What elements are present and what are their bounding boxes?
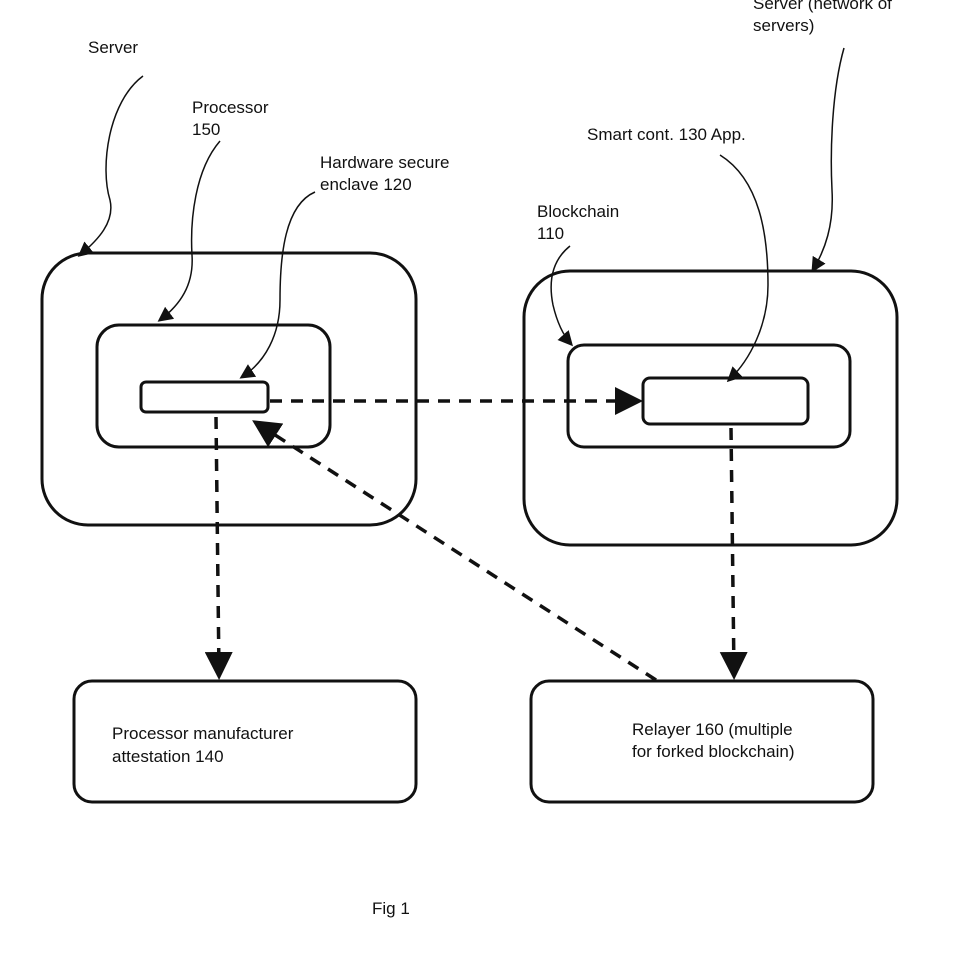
enclave-label-line1: Hardware secure: [320, 153, 449, 172]
processor-label-line1: Processor: [192, 98, 269, 117]
server-left-label: Server: [88, 38, 138, 57]
right-server-box: [524, 271, 897, 545]
relayer-label-line1: Relayer 160 (multiple: [632, 720, 793, 739]
smart-contract-label: Smart cont. 130 App.: [587, 125, 746, 144]
enclave-label-line2: enclave 120: [320, 175, 412, 194]
server-right-leader: [813, 48, 844, 270]
smart-contract-box: [643, 378, 808, 424]
enclave-box: [141, 382, 268, 412]
enclave-to-attestation-arrow: [216, 417, 219, 673]
server-right-label-line2: servers): [753, 16, 814, 35]
blockchain-label-line1: Blockchain: [537, 202, 619, 221]
relayer-label-line2: for forked blockchain): [632, 742, 795, 761]
smart-contract-to-relayer-arrow: [731, 428, 734, 673]
processor-box: [97, 325, 330, 447]
processor-label-line2: 150: [192, 120, 220, 139]
figure-caption: Fig 1: [372, 899, 410, 918]
attestation-label-line2: attestation 140: [112, 747, 224, 766]
enclave-leader: [242, 192, 315, 377]
relayer-to-enclave-arrow: [258, 424, 656, 680]
processor-leader: [160, 141, 220, 320]
server-right-label-line1: Server (network of: [753, 0, 892, 13]
attestation-label-line1: Processor manufacturer: [112, 724, 294, 743]
blockchain-label-line2: 110: [537, 224, 564, 243]
blockchain-leader: [551, 246, 571, 344]
server-left-leader: [80, 76, 143, 255]
